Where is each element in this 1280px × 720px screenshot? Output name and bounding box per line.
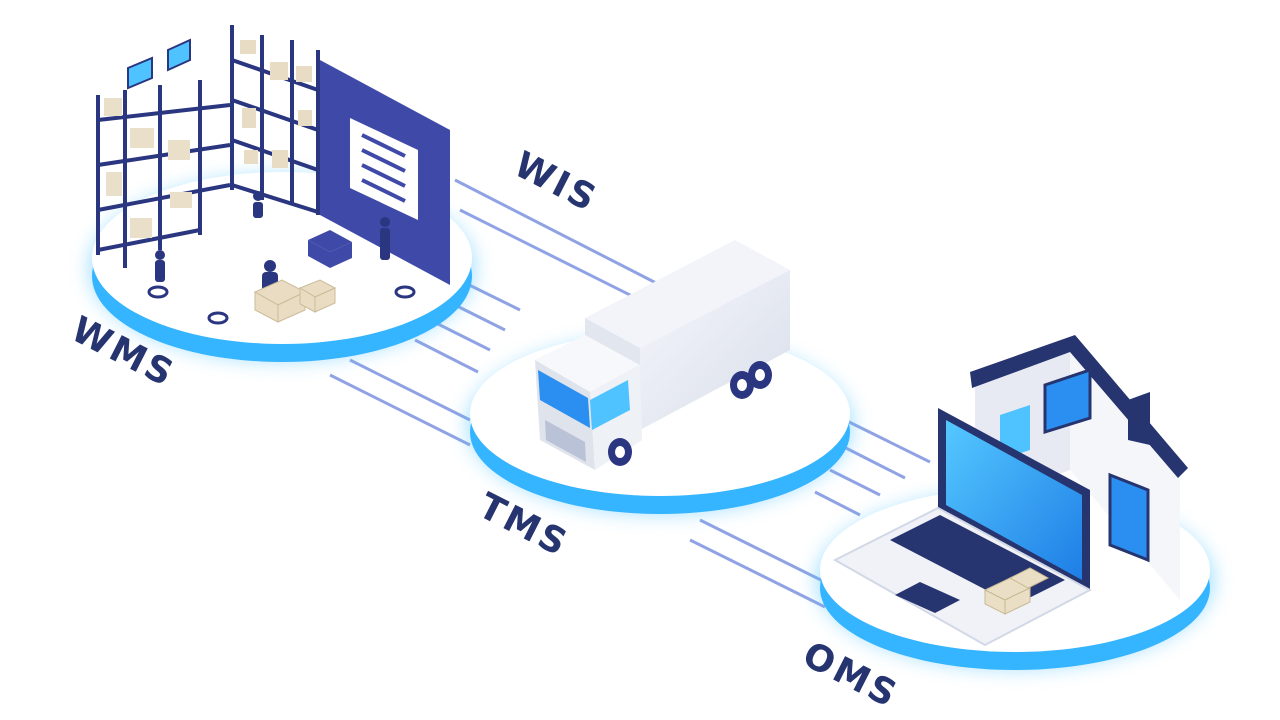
connection-lines: [329, 178, 931, 609]
laptop-icon: [832, 408, 1093, 647]
truck-icon: [535, 240, 790, 470]
warehouse-icon: [96, 25, 450, 325]
